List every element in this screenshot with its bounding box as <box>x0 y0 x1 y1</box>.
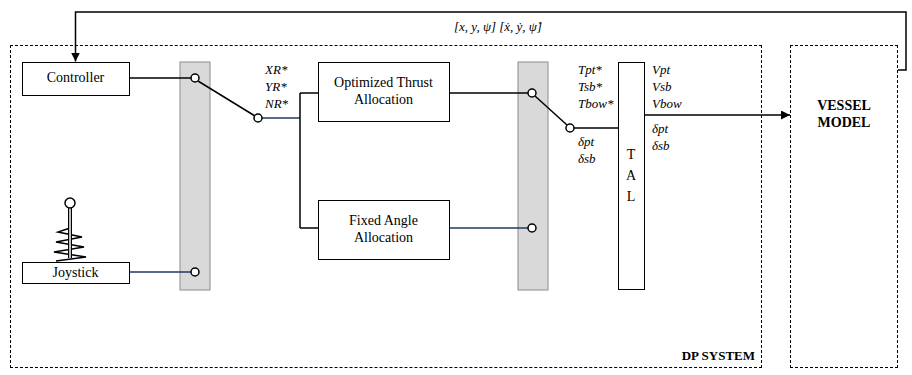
switch-contact <box>528 224 536 232</box>
signal-label: Tpt* <box>578 62 602 78</box>
node-text: Fixed Angle Allocation <box>319 213 449 247</box>
system-boundary: VESSEL MODEL <box>790 45 898 368</box>
signal-wire <box>300 92 318 94</box>
switch-contact <box>254 114 262 122</box>
node-text: Optimized Thrust Allocation <box>319 75 449 109</box>
switch-contact <box>191 268 199 276</box>
switch-blade <box>198 81 255 116</box>
signal-wire <box>442 227 528 229</box>
node-text: Controller <box>47 70 105 87</box>
process-box: Fixed Angle Allocation <box>318 200 450 260</box>
node-text: Joystick <box>53 265 99 282</box>
process-box: T A L <box>618 62 645 290</box>
signal-label: δpt <box>652 121 668 137</box>
signal-wire <box>442 92 528 94</box>
node-text: DP SYSTEM <box>682 348 755 364</box>
node-text: T A L <box>624 144 638 207</box>
signal-label: Tsb* <box>578 79 602 95</box>
signal-label: XR* <box>265 62 287 78</box>
process-box: Joystick <box>22 262 130 285</box>
signal-label: δpt <box>578 134 594 150</box>
signal-label: Vsb <box>652 79 672 95</box>
node-text: VESSEL MODEL <box>809 98 879 132</box>
signal-label: δsb <box>652 138 670 154</box>
switch-blade <box>535 96 567 125</box>
signal-label: YR* <box>265 79 287 95</box>
signal-label: NR* <box>265 96 288 112</box>
signal-wire <box>130 77 191 79</box>
process-box: Optimized Thrust Allocation <box>318 62 450 122</box>
signal-wire <box>262 117 300 119</box>
signal-arrow <box>645 114 791 116</box>
joystick-icon <box>54 198 86 261</box>
signal-wire <box>299 93 301 228</box>
signal-label: Vpt <box>652 62 670 78</box>
system-boundary: DP SYSTEM ControllerJoystick Optimized Thr… <box>10 45 762 368</box>
switch-contact <box>528 89 536 97</box>
signal-wire <box>130 271 191 273</box>
switch-band <box>518 62 548 290</box>
feedback-label: [x, y, ψ] [ẋ, ẏ, ψ̇] <box>452 19 544 35</box>
signal-wire <box>574 127 618 129</box>
switch-contact <box>566 124 574 132</box>
signal-label: Vbow <box>652 96 682 112</box>
signal-arrow <box>76 12 907 70</box>
switch-band <box>180 62 210 290</box>
signal-label: Tbow* <box>578 96 613 112</box>
process-box: Controller <box>22 62 130 96</box>
signal-wire <box>300 227 318 229</box>
switch-contact <box>191 74 199 82</box>
signal-label: δsb <box>578 151 596 167</box>
